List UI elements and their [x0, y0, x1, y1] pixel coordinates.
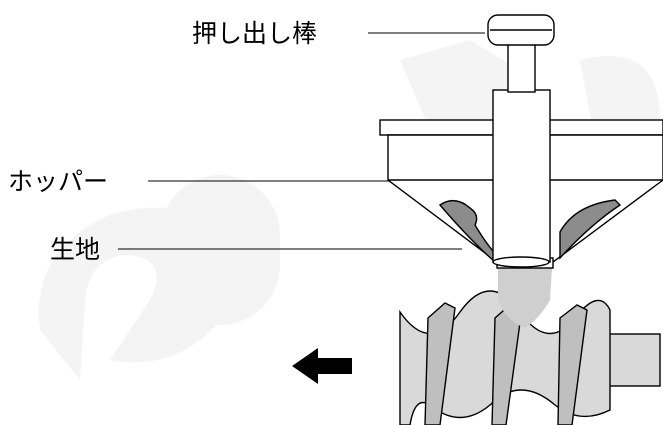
- label-dough: 生地: [50, 235, 100, 264]
- screw-flight-1: [424, 302, 456, 425]
- label-pusher-rod: 押し出し棒: [192, 19, 317, 48]
- dough-left: [438, 200, 502, 263]
- screw-flight-3: [557, 304, 588, 425]
- screw-shaft: [607, 333, 661, 387]
- label-hopper: ホッパー: [8, 167, 108, 196]
- dough-stream: [498, 268, 552, 328]
- screw-conveyor: [399, 290, 661, 425]
- pusher-rod-foot: [492, 256, 550, 268]
- pusher-rod-shaft: [492, 89, 551, 263]
- dough-right: [559, 199, 622, 260]
- arrow-left-icon: [292, 348, 352, 384]
- pusher-rod-neck: [507, 39, 536, 93]
- pusher-rod: [487, 14, 555, 268]
